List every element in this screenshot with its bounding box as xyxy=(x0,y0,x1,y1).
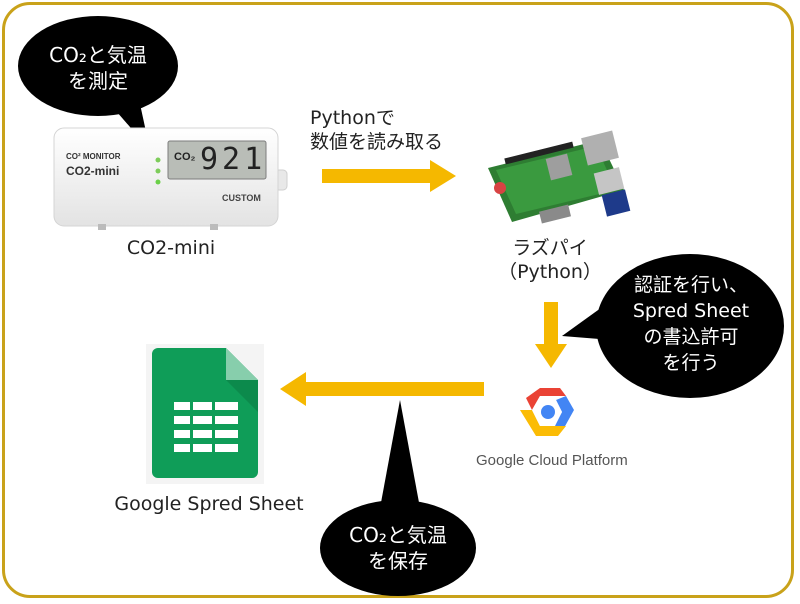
bubble-auth-line-2: Spred Sheet xyxy=(632,300,750,322)
device-maker: CUSTOM xyxy=(222,193,261,203)
bubble-auth-line-4: を行う xyxy=(662,352,720,374)
bubble-measure-line-2: を測定 xyxy=(68,69,128,93)
device-model: CO2-mini xyxy=(66,164,120,178)
arrow-read xyxy=(322,160,456,192)
raspberry-pi-label-line-1: ラズパイ xyxy=(512,237,588,259)
bubble-measure-line-1: CO₂と気温 xyxy=(49,43,147,67)
display-value: 921 xyxy=(200,142,267,177)
gcp-logo xyxy=(520,388,574,436)
bubble-auth-text: 認証を行い、 Spred Sheet の書込許可 を行う xyxy=(612,272,770,376)
raspberry-pi-label-line-2: （Python） xyxy=(498,261,602,283)
arrow-read-label: Pythonで 数値を読み取る xyxy=(310,106,443,154)
co2-mini-device xyxy=(53,127,288,230)
bubble-auth xyxy=(562,254,784,398)
raspberry-pi-label: ラズパイ （Python） xyxy=(490,236,610,284)
device-brand: CO² MONITOR xyxy=(66,152,121,161)
bubble-measure-text: CO₂と気温 を測定 xyxy=(38,42,158,94)
bubble-save-text: CO₂と気温 を保存 xyxy=(338,522,458,574)
bubble-save xyxy=(320,400,476,596)
bubble-auth-line-3: の書込許可 xyxy=(643,326,739,348)
bubble-save-line-1: CO₂と気温 xyxy=(349,523,447,547)
arrow-auth xyxy=(535,302,567,368)
co2-mini-label: CO2-mini xyxy=(126,237,216,259)
display-tag: CO₂ xyxy=(174,151,196,163)
bubble-auth-line-1: 認証を行い、 xyxy=(633,274,748,296)
arrow-save xyxy=(280,372,484,406)
google-sheets-icon xyxy=(146,344,264,484)
arrow-read-label-line-2: 数値を読み取る xyxy=(310,131,444,153)
gcp-logo-text: Google Cloud Platform xyxy=(476,452,628,469)
arrow-read-label-line-1: Pythonで xyxy=(310,107,395,129)
sheets-label: Google Spred Sheet xyxy=(114,493,304,515)
bubble-save-line-2: を保存 xyxy=(368,549,428,573)
raspberry-pi-board xyxy=(488,130,631,224)
